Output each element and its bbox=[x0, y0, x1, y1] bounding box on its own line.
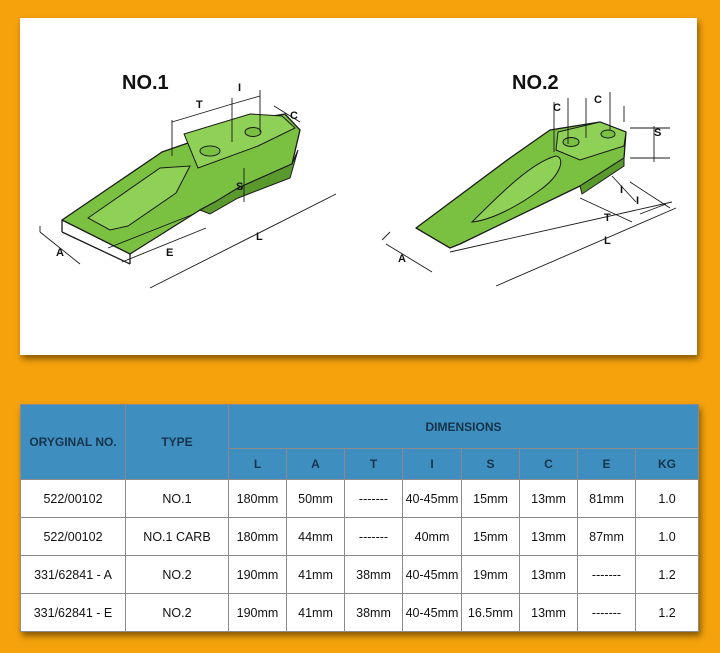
cell-t: 38mm bbox=[344, 593, 403, 632]
cell-l: 190mm bbox=[228, 593, 287, 632]
diagram-title-no2: NO.2 bbox=[512, 72, 559, 94]
cell-i: 40mm bbox=[402, 517, 462, 556]
dim-label-e-no1: E bbox=[166, 247, 173, 259]
cell-a: 44mm bbox=[286, 517, 345, 556]
cell-original-no: 522/00102 bbox=[20, 517, 126, 556]
cell-c: 13mm bbox=[519, 517, 578, 556]
dim-label-s-no2: S bbox=[654, 127, 661, 139]
header-a: A bbox=[286, 448, 345, 480]
cell-c: 13mm bbox=[519, 593, 578, 632]
cell-s: 15mm bbox=[461, 517, 520, 556]
cell-i: 40-45mm bbox=[402, 479, 462, 518]
dim-label-t-no1: T bbox=[196, 99, 203, 111]
header-e: E bbox=[577, 448, 636, 480]
cell-s: 16.5mm bbox=[461, 593, 520, 632]
tooth-no2-dimensions bbox=[381, 92, 677, 287]
cell-e: ------- bbox=[577, 555, 636, 594]
dim-label-a-no1: A bbox=[56, 247, 64, 259]
dim-label-i2-no2: I bbox=[636, 195, 639, 207]
dim-label-a-no2: A bbox=[398, 253, 406, 265]
dim-label-i1-no2: I bbox=[620, 184, 623, 196]
diagram-title-no1: NO.1 bbox=[122, 72, 169, 94]
cell-original-no: 331/62841 - A bbox=[20, 555, 126, 594]
cell-c: 13mm bbox=[519, 479, 578, 518]
cell-type: NO.1 CARB bbox=[125, 517, 229, 556]
dim-label-c-no1: C bbox=[290, 110, 298, 122]
cell-a: 41mm bbox=[286, 555, 345, 594]
cell-e: ------- bbox=[577, 593, 636, 632]
dim-label-c1-no2: C bbox=[553, 102, 561, 114]
cell-kg: 1.2 bbox=[634, 593, 700, 632]
cell-l: 180mm bbox=[228, 479, 287, 518]
cell-l: 180mm bbox=[228, 517, 287, 556]
dim-label-s-no1: S bbox=[236, 181, 243, 193]
header-type: TYPE bbox=[125, 404, 229, 480]
dim-label-c2-no2: C bbox=[594, 94, 602, 106]
cell-e: 87mm bbox=[577, 517, 636, 556]
cell-kg: 1.0 bbox=[634, 479, 700, 518]
header-c: C bbox=[519, 448, 578, 480]
cell-i: 40-45mm bbox=[402, 555, 462, 594]
header-kg: KG bbox=[634, 448, 700, 480]
table-row: 331/62841 - E NO.2 190mm 41mm 38mm 40-45… bbox=[20, 593, 700, 632]
tooth-no2-drawing bbox=[415, 121, 627, 249]
header-i: I bbox=[402, 448, 462, 480]
cell-type: NO.2 bbox=[125, 593, 229, 632]
cell-type: NO.2 bbox=[125, 555, 229, 594]
cell-original-no: 331/62841 - E bbox=[20, 593, 126, 632]
table-row: 522/00102 NO.1 CARB 180mm 44mm ------- 4… bbox=[20, 517, 700, 556]
header-l: L bbox=[228, 448, 287, 480]
cell-c: 13mm bbox=[519, 555, 578, 594]
dim-label-l-no1: L bbox=[256, 231, 263, 243]
cell-a: 41mm bbox=[286, 593, 345, 632]
dim-label-t-no2: T bbox=[604, 212, 611, 224]
cell-t: ------- bbox=[344, 517, 403, 556]
cell-a: 50mm bbox=[286, 479, 345, 518]
header-original-no: ORYGINAL NO. bbox=[20, 404, 126, 480]
dim-label-i-no1: I bbox=[238, 82, 241, 94]
diagram-panel: NO.1 T I C S A E L NO.2 C C bbox=[20, 18, 697, 355]
dimensions-table: ORYGINAL NO. TYPE DIMENSIONS L A T I S C… bbox=[20, 404, 700, 632]
header-t: T bbox=[344, 448, 403, 480]
cell-l: 190mm bbox=[228, 555, 287, 594]
tooth-diagrams: NO.1 T I C S A E L NO.2 C C bbox=[39, 72, 677, 289]
cell-type: NO.1 bbox=[125, 479, 229, 518]
cell-s: 15mm bbox=[461, 479, 520, 518]
cell-t: ------- bbox=[344, 479, 403, 518]
cell-s: 19mm bbox=[461, 555, 520, 594]
cell-t: 38mm bbox=[344, 555, 403, 594]
header-dimensions: DIMENSIONS bbox=[227, 404, 700, 449]
cell-original-no: 522/00102 bbox=[20, 479, 126, 518]
table-row: 331/62841 - A NO.2 190mm 41mm 38mm 40-45… bbox=[20, 555, 700, 594]
header-s: S bbox=[461, 448, 520, 480]
cell-kg: 1.0 bbox=[634, 517, 700, 556]
tooth-no1-drawing bbox=[61, 113, 301, 265]
table-row: 522/00102 NO.1 180mm 50mm ------- 40-45m… bbox=[20, 479, 700, 518]
tooth-no1-dimensions bbox=[39, 90, 337, 289]
cell-e: 81mm bbox=[577, 479, 636, 518]
cell-kg: 1.2 bbox=[634, 555, 700, 594]
cell-i: 40-45mm bbox=[402, 593, 462, 632]
dim-label-l-no2: L bbox=[604, 235, 611, 247]
